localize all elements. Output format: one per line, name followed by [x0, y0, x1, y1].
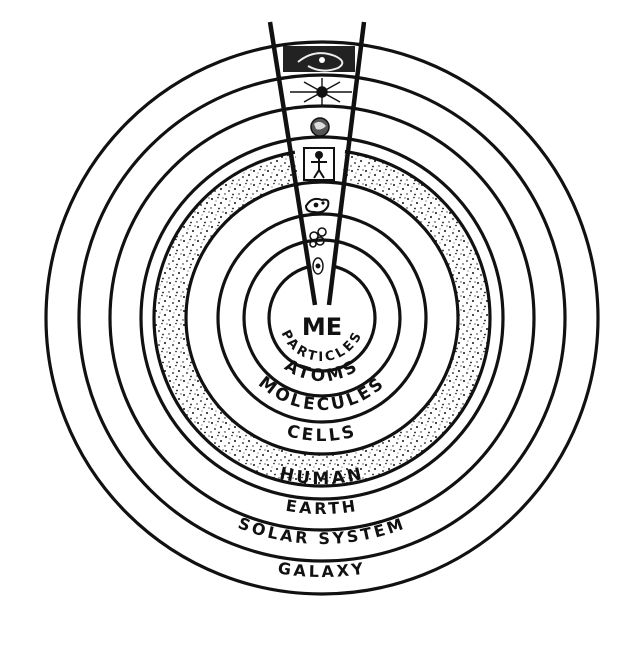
molecule-icon: [309, 227, 327, 248]
ring-label-galaxy: GALAXY: [277, 558, 368, 581]
center-label: ME: [302, 313, 342, 341]
wedge-right-edge: [326, 21, 367, 306]
spiral-galaxy-icon: [283, 46, 355, 72]
zoom-wedge: [267, 20, 367, 318]
cell-icon: [304, 197, 330, 214]
inner-fill: [186, 182, 458, 454]
ring-label-earth: EARTH: [285, 496, 360, 518]
sun-icon: [290, 78, 352, 106]
human-figure-icon: [303, 147, 335, 181]
earth-icon: [310, 117, 330, 137]
atom-icon: [312, 257, 324, 275]
ring-label-solar-system: SOLAR SYSTEM: [236, 513, 409, 548]
wedge-left-edge: [267, 21, 318, 306]
